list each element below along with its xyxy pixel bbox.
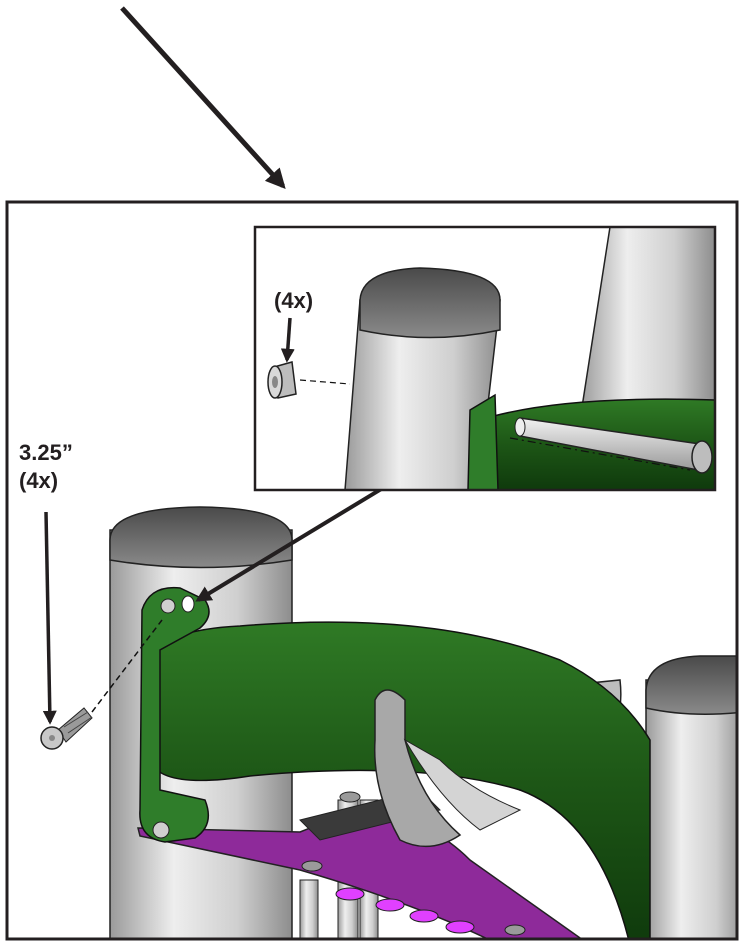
green-arm [149,621,651,939]
inset-pin-path [509,437,691,471]
bolt-quantity-label: (4x) [19,468,59,493]
inset-pin [514,417,713,474]
inset-nut [267,361,297,399]
inset-tube [344,267,501,490]
inset-view-border [253,225,717,492]
pendant-shadow [403,738,522,831]
inset-nut-path [299,379,351,385]
right-post [645,655,737,939]
bolt [40,707,93,750]
pendant-plate [373,689,462,848]
inset-view [255,227,715,490]
green-bracket [139,586,210,843]
main-view-border [5,200,739,941]
inset-bracket [467,393,499,490]
inset-nut-leader [280,317,295,363]
pointer-arrow [120,6,286,189]
bolt-length-label: 3.25” [19,440,73,465]
inset-nut-quantity-label: (4x) [274,288,314,313]
bolt-leader-arrow [42,511,57,725]
